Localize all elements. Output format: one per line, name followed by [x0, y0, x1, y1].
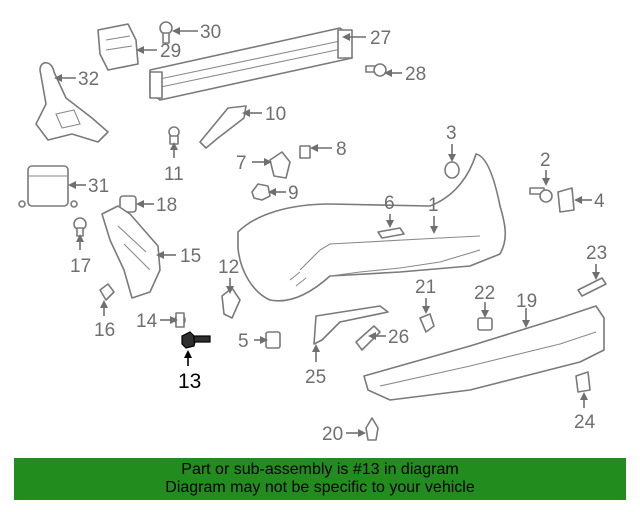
callout-21: 21: [415, 277, 436, 314]
part-8-screw: [299, 145, 311, 159]
info-banner: Part or sub-assembly is #13 in diagram D…: [14, 458, 626, 500]
callout-8: 8: [310, 139, 347, 160]
part-28-bolt: [365, 63, 387, 77]
callout-29-label: 29: [160, 41, 181, 62]
callout-9-label: 9: [288, 183, 299, 204]
callout-10: 10: [242, 104, 286, 125]
callout-10-label: 10: [265, 104, 286, 125]
part-4-pad: [557, 187, 575, 213]
part-24-pad: [575, 371, 591, 393]
part-2-bolt: [529, 187, 553, 203]
callout-31-label: 31: [88, 176, 109, 197]
part-29-bracket: [97, 23, 139, 71]
part-20-clip: [365, 417, 379, 441]
callout-1-label: 1: [428, 195, 439, 216]
callout-9: 9: [268, 183, 299, 204]
parts-diagram: 30 29 27 32 28 10 11 3 8 7 2 31: [18, 21, 607, 445]
part-31-sensor: [18, 165, 78, 208]
callout-17-label: 17: [70, 256, 91, 277]
callout-11: 11: [164, 142, 184, 185]
callout-7-label: 7: [236, 153, 247, 174]
banner-line-1: Part or sub-assembly is #13 in diagram: [181, 461, 459, 478]
part-22-clip: [477, 317, 493, 331]
callout-5-label: 5: [238, 331, 249, 352]
callout-13-label: 13: [178, 370, 201, 393]
callout-23: 23: [586, 243, 607, 280]
callout-2: 2: [540, 150, 551, 186]
callout-16-label: 16: [94, 320, 115, 341]
callout-28: 28: [384, 64, 426, 85]
callout-14-label: 14: [136, 311, 158, 332]
callout-1: 1: [428, 195, 439, 234]
callout-11-label: 11: [164, 164, 184, 185]
part-23-reflector: [577, 277, 607, 297]
banner-line-2: Diagram may not be specific to your vehi…: [165, 479, 475, 496]
part-11-clip: [168, 126, 180, 145]
part-7-bracket: [269, 151, 291, 179]
callout-26-label: 26: [388, 327, 409, 348]
callout-24-label: 24: [574, 412, 596, 433]
part-13-bolt: [181, 331, 211, 349]
callout-32-label: 32: [78, 69, 99, 90]
part-1-bumper-cover: [237, 153, 507, 302]
part-6-reflector: [377, 227, 405, 239]
callout-17: 17: [70, 234, 91, 277]
callout-32: 32: [54, 69, 99, 90]
part-16-clip: [99, 283, 115, 301]
part-3-retainer: [444, 161, 460, 179]
callout-19-label: 19: [516, 291, 537, 312]
callout-26: 26: [368, 327, 409, 348]
callout-14: 14: [136, 311, 178, 332]
part-25-trim: [313, 305, 389, 345]
part-10-bracket: [199, 105, 247, 149]
part-32-bracket: [35, 61, 109, 143]
callout-18-label: 18: [156, 195, 177, 216]
callout-7: 7: [236, 153, 272, 174]
callout-25-label: 25: [305, 367, 326, 388]
callout-15: 15: [156, 246, 201, 267]
part-12-bracket: [221, 287, 241, 319]
callout-21-label: 21: [415, 277, 436, 298]
callout-6: 6: [384, 193, 395, 228]
callout-19: 19: [516, 291, 537, 328]
callout-22: 22: [474, 283, 495, 318]
part-5-cap: [265, 331, 281, 349]
callout-27-label: 27: [370, 28, 391, 49]
callout-28-label: 28: [405, 64, 426, 85]
part-15-side-bracket: [101, 205, 161, 299]
callout-3: 3: [446, 123, 457, 162]
callout-2-label: 2: [540, 150, 551, 171]
callout-15-label: 15: [180, 246, 201, 267]
part-9-nut: [251, 183, 271, 201]
callout-20: 20: [322, 424, 366, 445]
callout-22-label: 22: [474, 283, 495, 304]
callout-29: 29: [136, 41, 181, 62]
callout-12: 12: [218, 257, 239, 294]
callout-31: 31: [68, 176, 109, 197]
callout-8-label: 8: [336, 139, 347, 160]
callout-3-label: 3: [446, 123, 457, 144]
callout-25: 25: [305, 344, 326, 388]
callout-18: 18: [136, 195, 177, 216]
callout-4: 4: [574, 191, 605, 212]
callout-30: 30: [172, 22, 221, 43]
callout-13: 13: [178, 350, 201, 393]
part-17-clip: [73, 217, 87, 237]
part-21-clip: [419, 313, 435, 333]
part-27-bumper-reinforcement: [149, 27, 353, 101]
part-26-trim: [355, 325, 381, 351]
callout-20-label: 20: [322, 424, 343, 445]
callout-16: 16: [94, 300, 115, 341]
callout-24: 24: [574, 392, 596, 433]
callout-4-label: 4: [594, 191, 605, 212]
callout-30-label: 30: [200, 22, 221, 43]
part-30-bolt: [159, 21, 173, 44]
callout-5: 5: [238, 331, 268, 352]
callout-6-label: 6: [384, 193, 395, 214]
callout-27: 27: [342, 28, 391, 49]
callout-23-label: 23: [586, 243, 607, 264]
callout-12-label: 12: [218, 257, 239, 278]
part-19-lower-cover: [363, 305, 605, 401]
